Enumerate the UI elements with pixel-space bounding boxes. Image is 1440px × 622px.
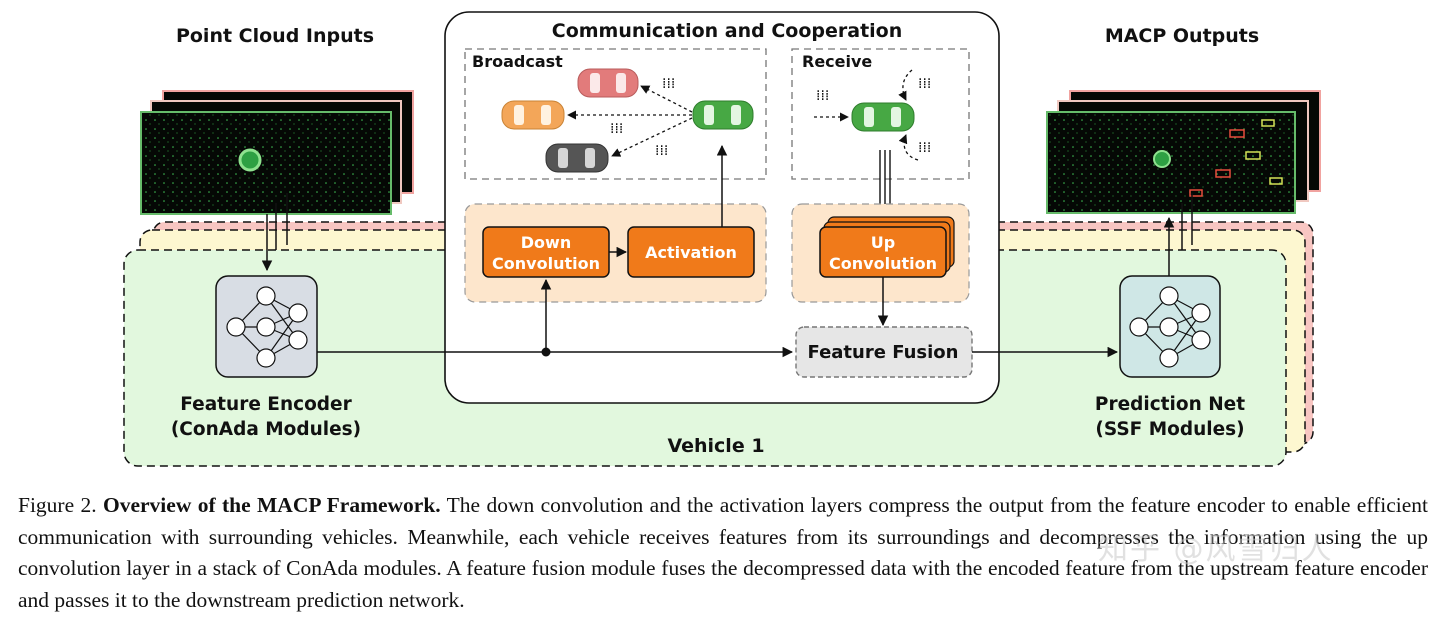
car-receive-icon	[851, 102, 915, 132]
encoder-network-icon	[226, 286, 308, 368]
figure-caption: Figure 2. Overview of the MACP Framework…	[18, 490, 1428, 616]
car-red-icon	[577, 68, 639, 98]
svg-text:⁞⁞⁞: ⁞⁞⁞	[918, 76, 931, 92]
svg-text:⁞⁞⁞: ⁞⁞⁞	[610, 121, 623, 137]
detection-boxes	[1189, 119, 1283, 197]
prediction-label-line1: Prediction Net	[1095, 394, 1245, 415]
svg-text:⁞⁞⁞: ⁞⁞⁞	[816, 88, 829, 104]
svg-text:⁞⁞⁞: ⁞⁞⁞	[918, 140, 931, 156]
car-gray-icon	[545, 143, 609, 173]
macp-framework-diagram: Point Cloud Inputs MACP Outputs Feature …	[123, 11, 1321, 467]
caption-title: Overview of the MACP Framework.	[103, 493, 441, 517]
output-frame-front	[1046, 111, 1296, 214]
feature-packet-icon: ⁞⁞⁞ ⁞⁞⁞ ⁞⁞⁞	[610, 76, 675, 159]
encoder-label-line2: (ConAda Modules)	[171, 419, 361, 440]
vehicle-label: Vehicle 1	[667, 435, 764, 457]
prediction-network-icon	[1129, 286, 1211, 368]
up-conv-line2: Convolution	[829, 254, 937, 273]
feature-fusion-block	[795, 326, 973, 378]
broadcast-arrows	[567, 85, 693, 157]
encoder-label-line1: Feature Encoder	[180, 394, 352, 415]
receive-label: Receive	[802, 52, 872, 71]
feature-fusion-label: Feature Fusion	[808, 342, 959, 363]
received-packet-icon: ⁞⁞⁞ ⁞⁞⁞ ⁞⁞⁞	[816, 76, 931, 156]
car-orange-icon	[501, 100, 565, 130]
receive-arrows	[814, 69, 919, 161]
activation-label: Activation	[645, 243, 737, 262]
down-conv-line1: Down	[521, 233, 571, 252]
output-ego-marker	[1153, 150, 1171, 168]
svg-text:⁞⁞⁞: ⁞⁞⁞	[655, 143, 668, 159]
figure-label: Figure 2.	[18, 493, 97, 517]
car-green-icon	[692, 100, 754, 130]
down-conv-line2: Convolution	[492, 254, 600, 273]
prediction-label-line2: (SSF Modules)	[1095, 419, 1244, 440]
up-conv-line1: Up	[871, 233, 895, 252]
caption-body: The down convolution and the activation …	[18, 493, 1429, 612]
ego-vehicle-marker	[238, 148, 262, 172]
svg-text:⁞⁞⁞: ⁞⁞⁞	[662, 76, 675, 92]
pointcloud-frame-front	[140, 111, 392, 215]
outputs-title: MACP Outputs	[1105, 25, 1259, 47]
inputs-title: Point Cloud Inputs	[176, 25, 374, 47]
broadcast-label: Broadcast	[472, 52, 563, 71]
comm-coop-title: Communication and Cooperation	[552, 20, 903, 42]
watermark: 知乎 @风雪归人	[1098, 532, 1334, 567]
activation-block	[627, 226, 755, 278]
